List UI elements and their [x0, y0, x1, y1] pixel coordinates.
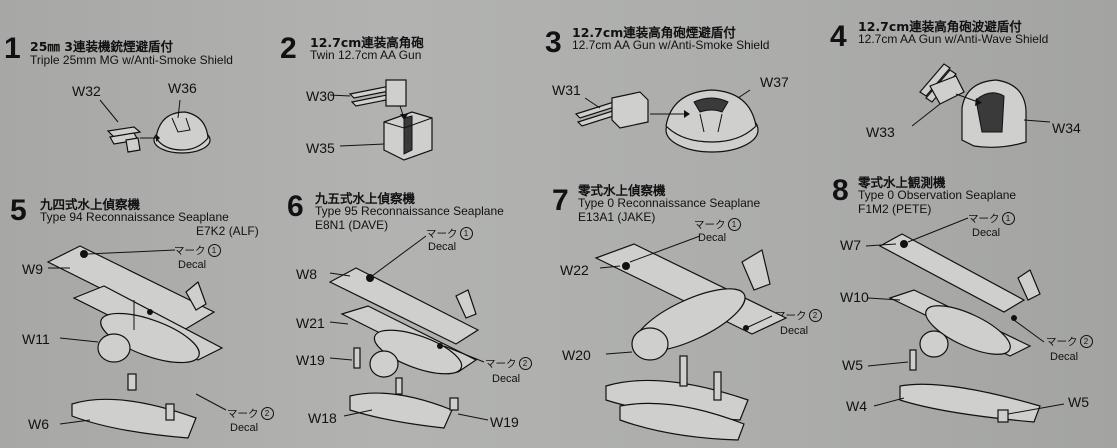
step-7-model-code: E13A1 (JAKE)	[578, 210, 656, 224]
part-label-w18: W18	[308, 410, 337, 426]
anti-wave-shield-part	[961, 79, 1027, 148]
aa-gun-part-3	[574, 91, 649, 129]
twin-aa-gun-part	[348, 79, 407, 107]
part-label-w36: W36	[168, 80, 197, 96]
part-label-w20: W20	[562, 347, 591, 363]
step-1-number: 1	[4, 32, 21, 65]
step-5-number: 5	[10, 194, 27, 227]
step-8-decal-2-label: Decal	[1050, 351, 1079, 363]
part-label-w11: W11	[22, 331, 50, 347]
step-5-decal-2-label: Decal	[230, 422, 259, 434]
step-6-number: 6	[287, 190, 304, 223]
step-6-title-jp: 九五式水上偵察機	[315, 191, 416, 206]
part-label-w32: W32	[72, 83, 101, 99]
step-8-model-code: F1M2 (PETE)	[858, 202, 932, 216]
part-label-w30: W30	[306, 88, 335, 104]
step-1-title-en: Triple 25mm MG w/Anti-Smoke Shield	[30, 53, 233, 67]
part-label-w33: W33	[866, 124, 895, 140]
step-7-number: 7	[552, 184, 569, 217]
step-8-decal-1-label: Decal	[972, 227, 1001, 239]
part-label-w37: W37	[760, 74, 789, 90]
step-3-title-jp: 12.7cm連装高角砲煙避盾付	[572, 25, 736, 40]
anti-smoke-dome-part	[665, 89, 759, 153]
step-3-number: 3	[545, 26, 562, 59]
part-label-w10: W10	[840, 289, 869, 305]
step-2-title-en: Twin 12.7cm AA Gun	[310, 48, 422, 62]
part-label-w31: W31	[552, 82, 581, 98]
part-label-w5-a: W5	[842, 357, 863, 373]
step-4-title-jp: 12.7cm連装高角砲波避盾付	[858, 19, 1022, 34]
triple-mg-part	[106, 126, 142, 153]
step-6-model-code: E8N1 (DAVE)	[315, 218, 389, 232]
step-5-title-jp: 九四式水上偵察機	[40, 197, 141, 212]
part-label-w9: W9	[22, 261, 43, 277]
step-1-title-jp: 25㎜ 3連装機銃煙避盾付	[30, 39, 173, 54]
step-5-model-code: E7K2 (ALF)	[196, 224, 259, 238]
part-label-w21: W21	[296, 315, 325, 331]
step-2-number: 2	[280, 32, 297, 65]
step-4-title-en: 12.7cm AA Gun w/Anti-Wave Shield	[858, 32, 1049, 46]
step-8-title-jp: 零式水上観測機	[858, 175, 946, 190]
part-label-w35: W35	[306, 140, 335, 156]
step-6-decal-1-label: Decal	[428, 241, 457, 253]
step-7-title-jp: 零式水上偵察機	[578, 183, 666, 198]
step-7-decal-2-label: Decal	[780, 325, 809, 337]
aa-gun-part-4	[919, 63, 965, 105]
type0-recon-seaplane-drawing	[594, 243, 788, 441]
type94-seaplane-drawing	[46, 245, 224, 439]
type0-observation-seaplane-drawing	[878, 233, 1041, 423]
step-8-title-en: Type 0 Observation Seaplane	[858, 188, 1017, 202]
step-4-number: 4	[830, 20, 847, 53]
part-label-w19-b: W19	[490, 414, 519, 430]
step-2-title-jp: 12.7cm連装高角砲	[310, 35, 424, 50]
step-7-decal-1-label: Decal	[698, 232, 727, 244]
mg-shield-part	[153, 111, 211, 154]
gun-turret-shield-part	[383, 111, 433, 161]
part-label-w6: W6	[28, 416, 49, 432]
step-8-number: 8	[832, 174, 849, 207]
part-label-w5-b: W5	[1068, 394, 1089, 410]
part-label-w19-a: W19	[296, 352, 325, 368]
step-6-title-en: Type 95 Reconnaissance Seaplane	[315, 204, 504, 218]
step-7-title-en: Type 0 Reconnaissance Seaplane	[578, 196, 761, 210]
step-5-decal-1-label: Decal	[178, 259, 207, 271]
step-5-title-en: Type 94 Reconnaissance Seaplane	[40, 210, 229, 224]
part-label-w8: W8	[296, 266, 317, 282]
step-6-decal-2-label: Decal	[492, 373, 521, 385]
part-label-w34: W34	[1052, 120, 1081, 136]
step-3-title-en: 12.7cm AA Gun w/Anti-Smoke Shield	[572, 38, 770, 52]
type95-seaplane-drawing	[328, 267, 480, 429]
part-label-w22: W22	[560, 262, 589, 278]
part-label-w7: W7	[840, 237, 861, 253]
part-label-w4: W4	[846, 398, 867, 414]
